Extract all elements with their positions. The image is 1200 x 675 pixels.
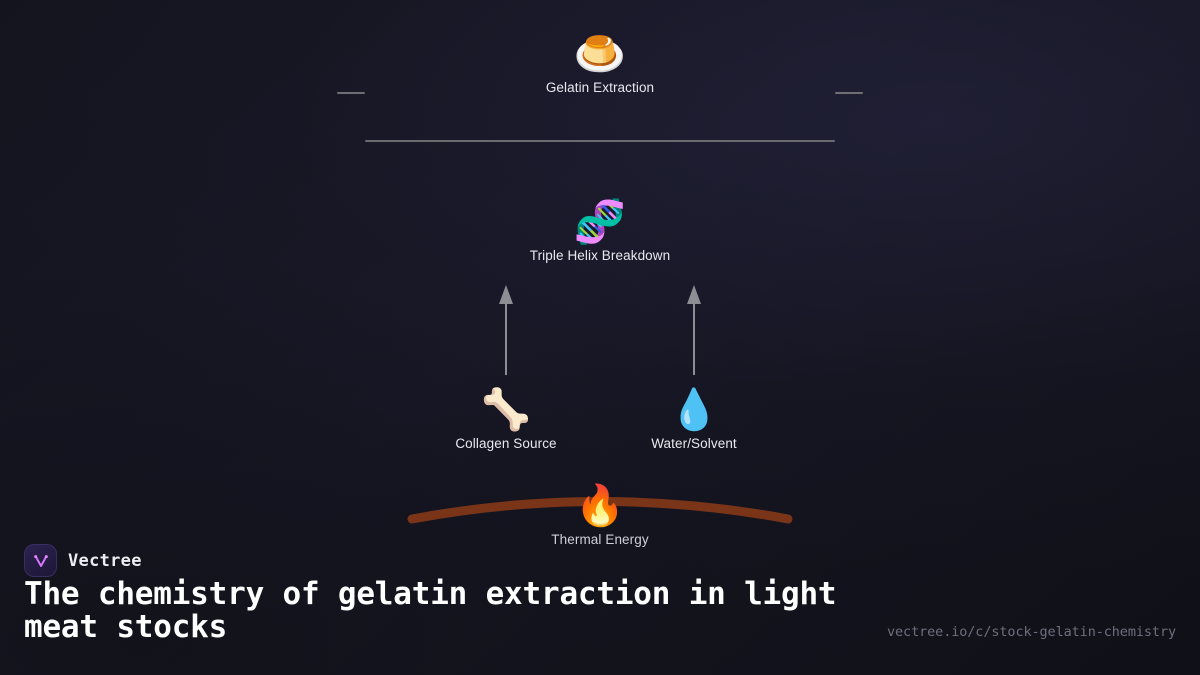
droplet-icon: 💧	[669, 388, 719, 432]
node-collagen-source[interactable]: 🦴 Collagen Source	[455, 386, 556, 451]
dna-icon: 🧬	[573, 198, 627, 245]
fire-icon: 🔥	[575, 484, 625, 528]
page-title: The chemistry of gelatin extraction in l…	[24, 576, 837, 645]
brand-block[interactable]: Vectree	[24, 544, 142, 577]
logo-v-stroke	[34, 555, 47, 567]
node-triple-helix-breakdown[interactable]: 🧬 Triple Helix Breakdown	[530, 198, 671, 263]
vectree-logo-badge	[24, 544, 57, 577]
left-dash-rule	[337, 92, 365, 94]
node-gelatin-extraction[interactable]: 🍮 Gelatin Extraction	[546, 30, 654, 95]
arrow-collagen-to-helix	[495, 285, 517, 375]
vectree-sprout-icon	[33, 554, 48, 567]
center-divider-rule	[365, 140, 835, 142]
logo-node-left	[33, 554, 37, 558]
node-label-gelatin-extraction: Gelatin Extraction	[545, 80, 655, 95]
node-label-thermal-energy: Thermal Energy	[551, 532, 649, 547]
brand-name-label: Vectree	[68, 550, 142, 571]
custard-pudding-icon: 🍮	[573, 30, 627, 77]
arrowhead-up-icon	[499, 285, 513, 304]
source-url-label: vectree.io/c/stock-gelatin-chemistry	[887, 624, 1176, 640]
node-water-solvent[interactable]: 💧 Water/Solvent	[651, 386, 737, 451]
node-label-water-solvent: Water/Solvent	[651, 436, 737, 451]
bone-icon: 🦴	[481, 388, 531, 432]
right-dash-rule	[835, 92, 863, 94]
arrow-shaft	[505, 303, 507, 375]
logo-node-right	[44, 554, 48, 558]
arrow-water-to-helix	[683, 285, 705, 375]
node-label-triple-helix-breakdown: Triple Helix Breakdown	[529, 248, 671, 263]
arrow-shaft	[693, 303, 695, 375]
arrowhead-up-icon	[687, 285, 701, 304]
node-thermal-energy[interactable]: 🔥 Thermal Energy	[551, 482, 648, 547]
node-label-collagen-source: Collagen Source	[455, 436, 557, 451]
